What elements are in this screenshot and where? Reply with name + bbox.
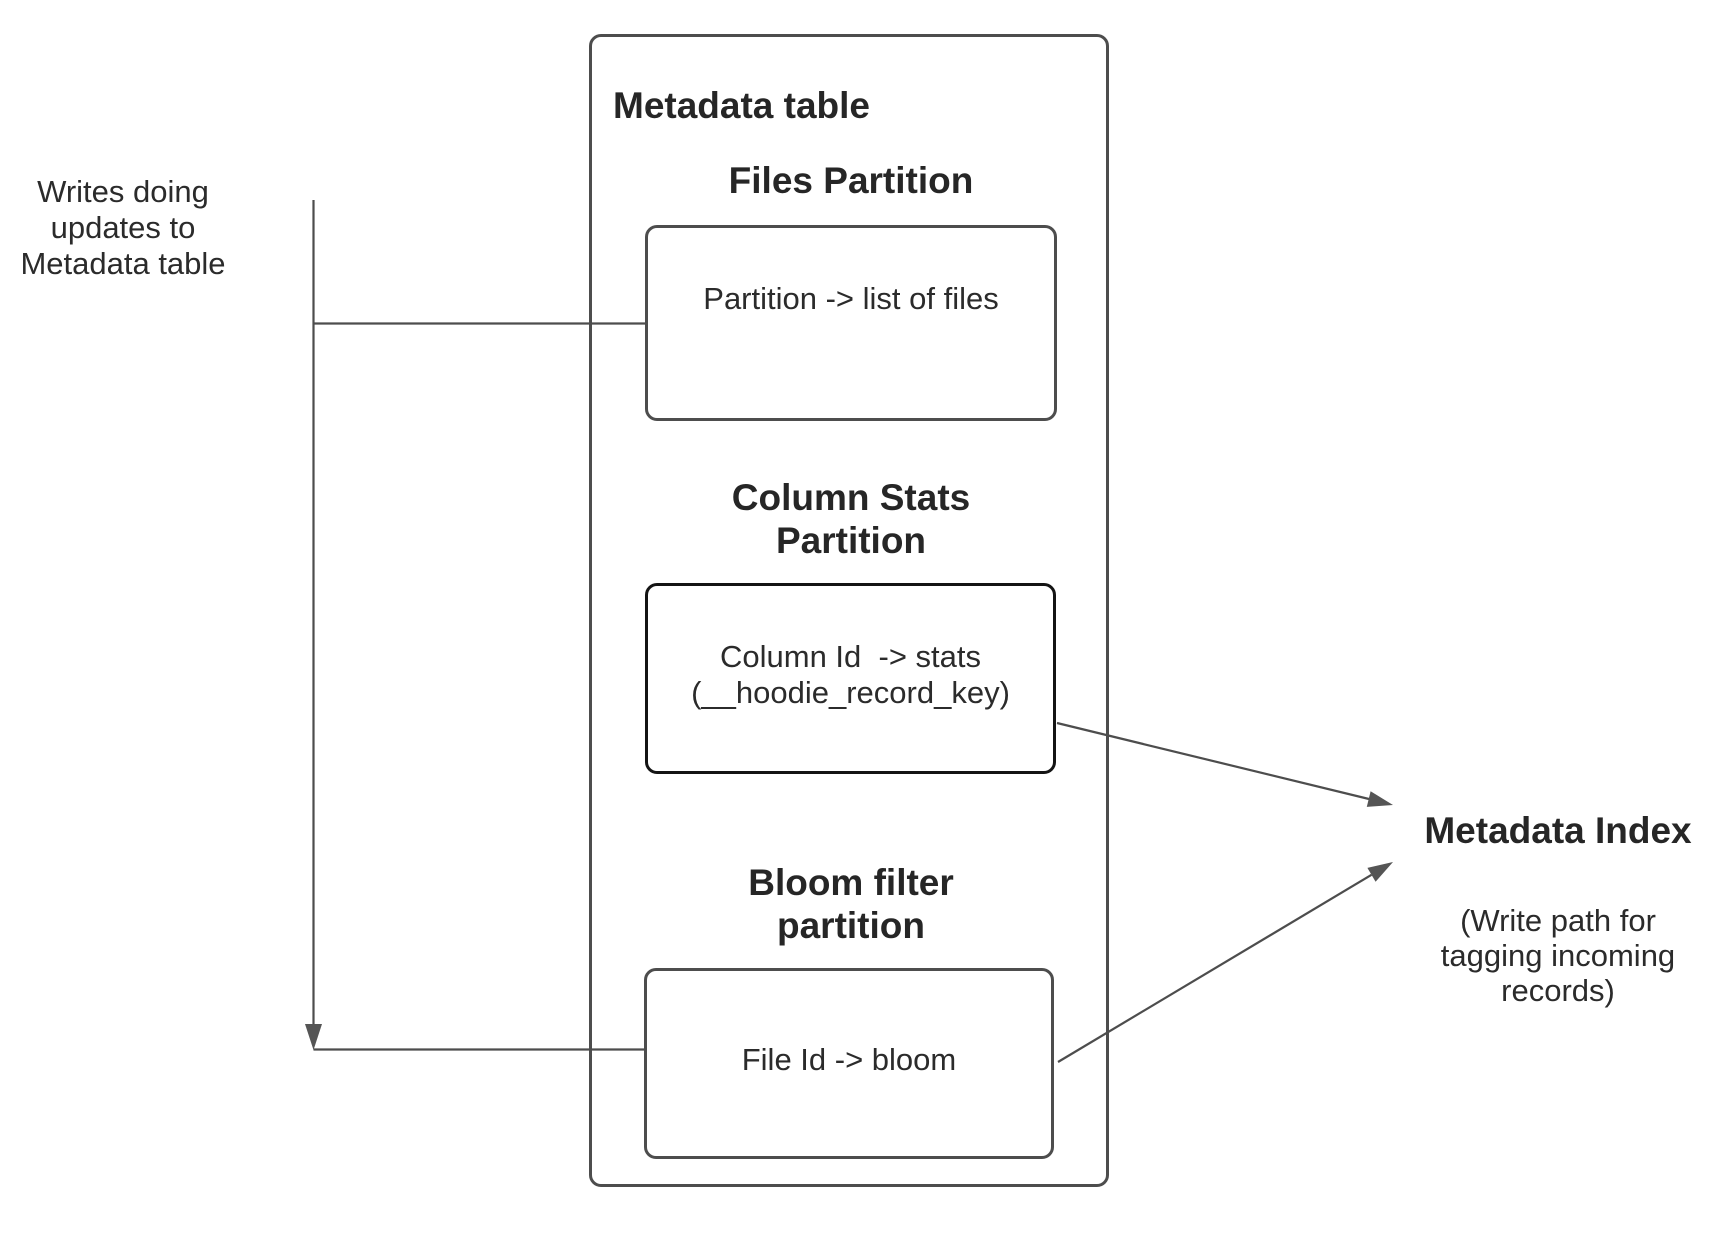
files-partition-box: Partition -> list of files xyxy=(645,225,1057,421)
files-partition-heading: Files Partition xyxy=(728,160,974,201)
column-stats-partition-box-text: Column Id -> stats (__hoodie_record_key) xyxy=(691,638,1010,710)
bloom-to-index-arrowhead-icon xyxy=(1367,862,1393,882)
column-stats-partition-heading: Column Stats Partition xyxy=(731,477,971,561)
column-stats-partition-box: Column Id -> stats (__hoodie_record_key) xyxy=(645,583,1056,774)
bloom-filter-partition-heading: Bloom filter partition xyxy=(748,862,954,946)
metadata-index-subtitle: (Write path for tagging incoming records… xyxy=(1440,903,1676,1008)
metadata-table-container xyxy=(589,34,1109,1187)
stats-to-index-arrowhead-icon xyxy=(1366,791,1393,807)
metadata-table-title: Metadata table xyxy=(613,85,871,126)
writes-updates-label: Writes doing updates to Metadata table xyxy=(20,174,226,281)
metadata-index-title: Metadata Index xyxy=(1424,810,1692,851)
bloom-filter-partition-box-text: File Id -> bloom xyxy=(741,1041,957,1077)
files-partition-box-text: Partition -> list of files xyxy=(703,281,999,316)
bloom-filter-partition-box: File Id -> bloom xyxy=(644,968,1054,1159)
writes-arrowhead-icon xyxy=(305,1024,322,1050)
